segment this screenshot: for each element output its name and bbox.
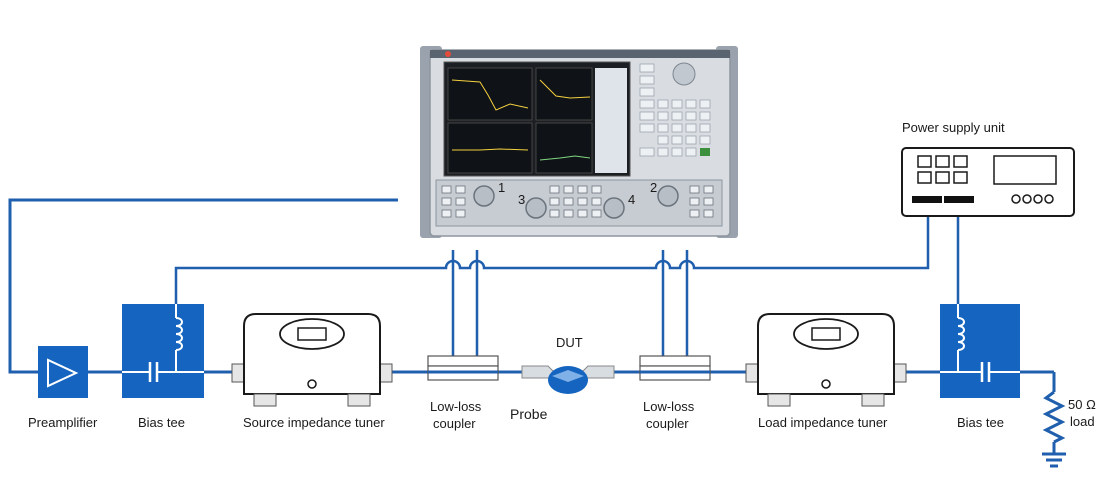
load-tuner-window [793,318,859,350]
coupler-right: Low-loss coupler [639,355,711,431]
load-tuner-connector-left [745,363,759,383]
port-3-connector-icon [525,197,547,219]
wiring [8,198,1054,374]
brand-logo-icon [445,51,451,57]
port-2-connector-icon [657,185,679,207]
load-50-ohm: 50 Ω load [1042,372,1096,468]
power-supply-unit: Power supply unit [901,120,1075,217]
psu-display [993,155,1057,185]
coupler-right-label-1: Low-loss [643,399,695,414]
bias-tee-right: Bias tee [940,304,1020,430]
port-1-label: 1 [498,180,505,195]
bias-tee-left-label: Bias tee [138,415,185,430]
coupler-left-label-1: Low-loss [430,399,482,414]
bias-tee-right-label: Bias tee [957,415,1004,430]
coupler-left-top [427,355,499,367]
source-tuner-window [279,318,345,350]
wire-psu-to-left-biastee [174,205,930,305]
port-4-connector-icon [603,197,625,219]
preset-key [700,148,710,156]
trace-window-3 [447,122,533,174]
port-switches [441,185,714,218]
load-impedance-tuner: Load impedance tuner [745,313,907,430]
power-supply-label: Power supply unit [902,120,1005,135]
psu-terminal-1 [912,196,942,203]
load-tuner-knob-icon [821,379,831,389]
trace-line-4 [539,155,591,161]
trace-line-1 [451,79,529,111]
source-tuner-label: Source impedance tuner [243,415,385,430]
rotary-knob-icon [672,62,696,86]
port-4-label: 4 [628,192,635,207]
trace-line-2 [539,79,591,99]
inductor-icon [175,317,183,351]
preamplifier-label: Preamplifier [28,415,98,430]
keypad [639,63,711,157]
port-1-connector-icon [473,185,495,207]
preamplifier: Preamplifier [28,346,98,430]
psu-buttons [917,155,968,184]
psu-knobs [1011,194,1054,204]
preamp-block [38,346,88,398]
psu-terminal-2 [944,196,974,203]
trace-window-1 [447,67,533,121]
port-3-label: 3 [518,192,525,207]
source-tuner-knob-icon [307,379,317,389]
coupler-right-top [639,355,711,367]
softkey-panel [595,68,627,173]
amplifier-icon [47,358,79,388]
source-tuner-connector-left [231,363,245,383]
psu-body [901,147,1075,217]
bias-tee-right-block [940,304,1020,398]
coupler-left: Low-loss coupler [427,355,499,431]
load-tuner-connector-right [893,363,907,383]
trace-line-3 [452,148,529,151]
load-tuner-label: Load impedance tuner [758,415,888,430]
analyzer-top-bar [430,50,730,58]
probe-dut: DUT Probe [510,335,615,422]
dut-label: DUT [556,335,583,350]
trace-window-2 [535,67,593,121]
resistor-icon [1042,390,1066,444]
bias-tee-left: Bias tee [122,304,204,430]
probe-label: Probe [510,406,548,422]
source-tuner-connector-right [379,363,393,383]
bias-tee-left-block [122,304,204,398]
coupler-left-label-2: coupler [433,416,476,431]
port-2-label: 2 [650,180,657,195]
load-tuner-body [757,313,895,395]
wire-analyzer-to-preamp [8,198,398,374]
network-analyzer: 1 3 4 2 [420,46,738,238]
trace-window-4 [535,122,593,174]
coupler-right-label-2: coupler [646,416,689,431]
load-value-label: 50 Ω [1068,397,1096,412]
source-tuner-body [243,313,381,395]
load-label: load [1070,414,1095,429]
inductor-icon-right [957,317,965,351]
source-impedance-tuner: Source impedance tuner [231,313,393,430]
